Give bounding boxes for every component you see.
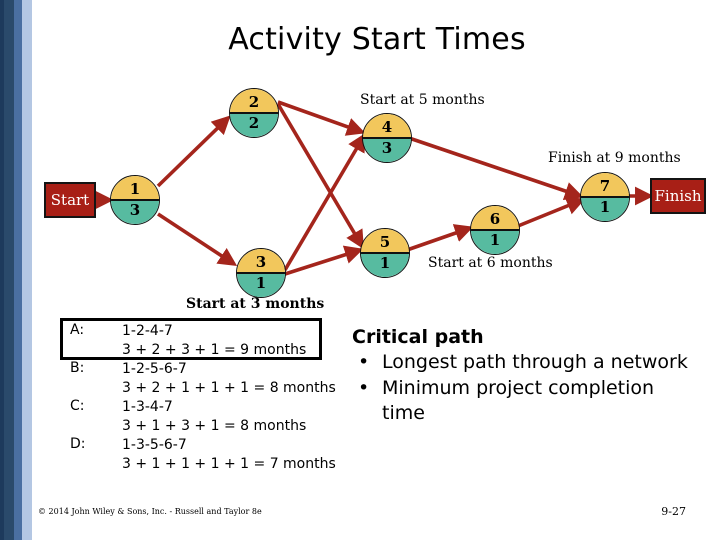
path-b-sequence: 1-2-5-6-7 (122, 361, 187, 377)
node-3-number: 3 (255, 253, 267, 271)
critical-path-highlight-box (60, 318, 322, 360)
left-accent-stripes (0, 0, 34, 540)
path-c-sum: 3 + 1 + 3 + 1 = 8 months (122, 418, 307, 434)
critical-path-bullets: • Longest path through a network • Minim… (352, 350, 692, 426)
node-5-bottom-half (361, 253, 409, 277)
node-7-bottom-half (581, 197, 629, 221)
path-d-label: D: (70, 436, 86, 452)
node-4-top-half (363, 114, 411, 138)
cpm-network-diagram: Start Finish 1 3 2 2 (0, 78, 720, 323)
path-row-a: A: 1-2-4-7 3 + 2 + 3 + 1 = 9 months (60, 318, 345, 360)
path-b-sum: 3 + 2 + 1 + 1 + 1 = 8 months (122, 380, 336, 396)
critical-path-block: Critical path • Longest path through a n… (352, 326, 692, 427)
node-4-bottom-half (363, 138, 411, 162)
path-c-sequence: 1-3-4-7 (122, 399, 173, 415)
footer-copyright: © 2014 John Wiley & Sons, Inc. - Russell… (38, 507, 262, 516)
node-5-divider (361, 252, 409, 254)
diagram-edges (95, 100, 654, 276)
node-7-number: 7 (599, 177, 611, 195)
node-5-circle (360, 228, 410, 278)
finish-node-box: Finish (650, 178, 706, 214)
node-6-number: 6 (489, 210, 501, 228)
node-6-top-half (471, 206, 519, 230)
node-3-duration: 1 (255, 274, 267, 292)
activity-node-4: 4 3 (362, 113, 412, 163)
path-row-c: C: 1-3-4-7 3 + 1 + 3 + 1 = 8 months (60, 398, 345, 436)
start-node-label: Start (50, 191, 90, 209)
bullet-glyph-icon: • (358, 351, 370, 373)
activity-node-3: 3 1 (236, 248, 286, 298)
activity-node-5: 5 1 (360, 228, 410, 278)
bullet-glyph-icon: • (358, 377, 370, 399)
node-1-bottom-half (111, 200, 159, 224)
stripe-navy (0, 0, 4, 540)
critical-path-bullet-1: • Longest path through a network (352, 350, 692, 375)
node-3-circle (236, 248, 286, 298)
node-5-top-half (361, 229, 409, 253)
node-6-duration: 1 (489, 231, 501, 249)
stripe-dark-blue (4, 0, 14, 540)
critical-path-bullet-2: • Minimum project completion time (352, 376, 692, 426)
footer-slide-number: 9-27 (661, 505, 686, 518)
path-a-label: A: (70, 322, 85, 338)
path-row-b: B: 1-2-5-6-7 3 + 2 + 1 + 1 + 1 = 8 month… (60, 360, 345, 398)
path-a-sum: 3 + 2 + 3 + 1 = 9 months (122, 342, 307, 358)
node-5-number: 5 (379, 233, 391, 251)
critical-path-bullet-2-text: Minimum project completion time (382, 377, 655, 424)
node-2-bottom-half (230, 113, 278, 137)
start-node-box: Start (44, 182, 96, 218)
node-2-number: 2 (248, 93, 260, 111)
node-3-top-half (237, 249, 285, 273)
node-1-divider (111, 199, 159, 201)
activity-node-7: 7 1 (580, 172, 630, 222)
node-7-top-half (581, 173, 629, 197)
node-3-bottom-half (237, 273, 285, 297)
node-2-divider (230, 112, 278, 114)
activity-node-1: 1 3 (110, 175, 160, 225)
path-c-label: C: (70, 398, 85, 414)
activity-node-6: 6 1 (470, 205, 520, 255)
path-d-sequence: 1-3-5-6-7 (122, 437, 187, 453)
node-3-divider (237, 272, 285, 274)
node-5-duration: 1 (379, 254, 391, 272)
node-4-circle (362, 113, 412, 163)
path-list: A: 1-2-4-7 3 + 2 + 3 + 1 = 9 months B: 1… (60, 318, 345, 474)
node-6-bottom-half (471, 230, 519, 254)
node-7-duration: 1 (599, 198, 611, 216)
path-a-sequence: 1-2-4-7 (122, 323, 173, 339)
annotation-start-at-3-months: Start at 3 months (186, 296, 325, 312)
annotation-start-at-5-months: Start at 5 months (360, 92, 485, 108)
stripe-medium-blue (14, 0, 22, 540)
node-1-number: 1 (129, 180, 141, 198)
activity-node-2: 2 2 (229, 88, 279, 138)
node-7-circle (580, 172, 630, 222)
node-7-divider (581, 196, 629, 198)
node-1-duration: 3 (129, 201, 141, 219)
node-6-divider (471, 229, 519, 231)
node-1-circle (110, 175, 160, 225)
annotation-start-at-6-months: Start at 6 months (428, 255, 553, 271)
node-4-number: 4 (381, 118, 393, 136)
stripe-light-blue (22, 0, 32, 540)
node-4-divider (363, 137, 411, 139)
page-title: Activity Start Times (228, 22, 526, 57)
path-b-label: B: (70, 360, 85, 376)
node-1-top-half (111, 176, 159, 200)
node-2-duration: 2 (248, 114, 260, 132)
path-row-d: D: 1-3-5-6-7 3 + 1 + 1 + 1 + 1 = 7 month… (60, 436, 345, 474)
node-2-circle (229, 88, 279, 138)
path-d-sum: 3 + 1 + 1 + 1 + 1 = 7 months (122, 456, 336, 472)
annotation-finish-at-9-months: Finish at 9 months (548, 150, 681, 166)
node-6-circle (470, 205, 520, 255)
finish-node-label: Finish (654, 187, 702, 205)
node-4-duration: 3 (381, 139, 393, 157)
critical-path-bullet-1-text: Longest path through a network (382, 351, 688, 373)
node-2-top-half (230, 89, 278, 113)
critical-path-heading: Critical path (352, 326, 484, 348)
